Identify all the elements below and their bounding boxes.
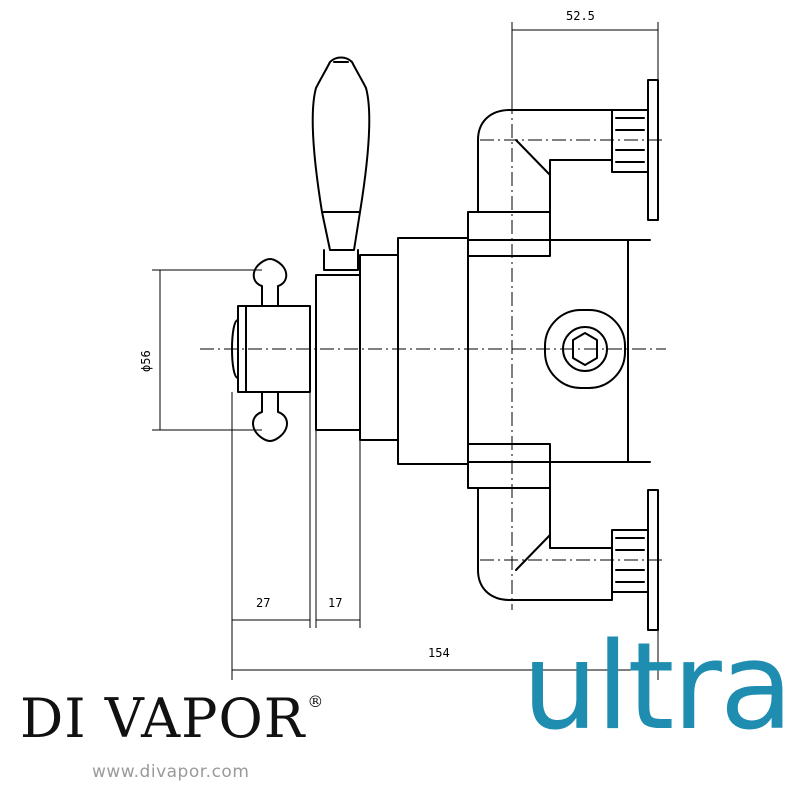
divapor-logo: DI VAPOR® (20, 692, 324, 746)
dim-overall-depth: 154 (428, 646, 450, 660)
dim-top-width: 52.5 (566, 9, 595, 23)
valve-housing (397, 237, 469, 465)
dim-plate-depth: 17 (328, 596, 342, 610)
lever-handle (311, 56, 371, 271)
backplate (315, 274, 361, 431)
ultra-logo: ultra (522, 618, 793, 757)
lower-elbow (467, 443, 659, 631)
divapor-logo-text: DI VAPOR (20, 687, 306, 750)
dim-diameter: ϕ56 (139, 350, 153, 372)
dim-handle-depth: 27 (256, 596, 270, 610)
registered-mark: ® (307, 692, 325, 711)
cross-handle (231, 258, 311, 442)
website-link[interactable]: www.divapor.com (92, 762, 250, 782)
valve-core (467, 239, 629, 463)
valve-body (359, 254, 399, 441)
upper-elbow (467, 79, 659, 257)
